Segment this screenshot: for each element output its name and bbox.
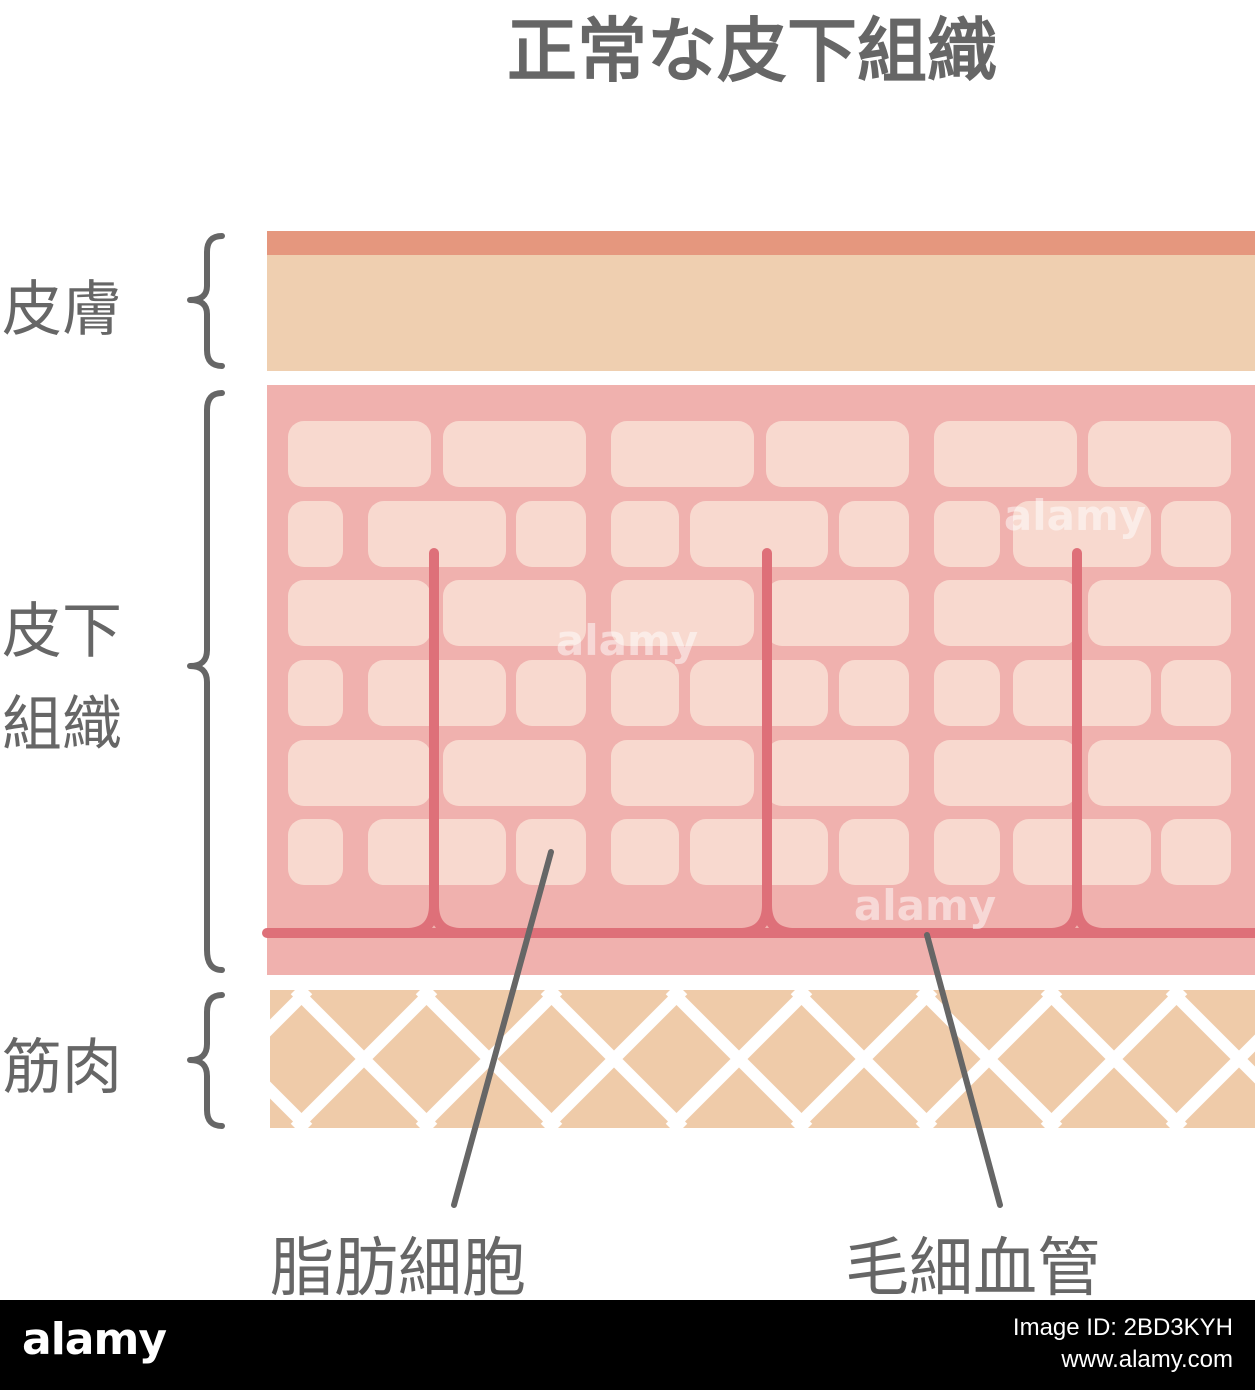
- fat-cell: [288, 660, 343, 726]
- muscle-fiber-line: [665, 990, 813, 1128]
- muscle-fiber-line: [915, 990, 1063, 1128]
- fat-cell: [1013, 501, 1151, 567]
- skin-layer: [267, 231, 1255, 371]
- fat-cell: [690, 501, 828, 567]
- capillary-joint-3: [1044, 900, 1082, 938]
- fat-cell: [288, 501, 343, 567]
- capillary-joint-2: [734, 900, 772, 938]
- capillaries-label: 毛細血管: [845, 1232, 1101, 1300]
- footer-image-info: Image ID: 2BD3KYH www.alamy.com: [1013, 1312, 1233, 1376]
- fat-cell: [934, 740, 1077, 806]
- fat-cell: [934, 421, 1077, 487]
- fat-cell: [766, 421, 909, 487]
- fat-cell: [443, 740, 586, 806]
- fat-cell: [516, 660, 586, 726]
- muscle-bracket: [187, 992, 225, 1129]
- brackets: [187, 233, 225, 1129]
- fat-cell: [443, 580, 586, 646]
- epidermis-band: [267, 231, 1255, 255]
- fat-cell: [934, 660, 1000, 726]
- fat-cell: [611, 501, 679, 567]
- fat-cell: [611, 580, 754, 646]
- footer-logo: alamy: [22, 1314, 167, 1365]
- footer-site: www.alamy.com: [1061, 1346, 1233, 1373]
- footer-image-id: Image ID: 2BD3KYH: [1012, 1314, 1233, 1341]
- dermis-band: [267, 253, 1255, 371]
- fat-cell: [1161, 819, 1231, 885]
- fat-cell: [934, 819, 1000, 885]
- muscle-fiber-line: [540, 990, 688, 1128]
- fat-cell: [839, 660, 909, 726]
- muscle-label: 筋肉: [2, 1033, 122, 1103]
- fat-cell-leader-line: [451, 849, 554, 1208]
- watermark-1: alamy: [1004, 491, 1146, 540]
- fat-cell: [288, 819, 343, 885]
- muscle-layer: [270, 990, 1255, 1128]
- watermark-3: alamy: [854, 881, 996, 930]
- muscle-fiber-line: [790, 990, 938, 1128]
- fat-cell: [839, 819, 909, 885]
- muscle-fiber-line: [415, 990, 563, 1128]
- fat-cell-group: [288, 421, 1231, 885]
- muscle-fiber-line: [1165, 1034, 1255, 1128]
- fat-cells-label: 脂肪細胞: [270, 1232, 526, 1300]
- subcutaneous-tissue-diagram: 正常な皮下組織 皮膚 皮下 組織 筋肉: [2, 10, 1255, 1300]
- fat-cell: [443, 421, 586, 487]
- subcutaneous-layer: [262, 385, 1255, 975]
- muscle-fiber-line: [270, 1081, 313, 1128]
- fat-cell: [934, 501, 1000, 567]
- subcutaneous-label-line2: 組織: [2, 690, 122, 760]
- fat-cell: [690, 660, 828, 726]
- fat-cell: [288, 421, 431, 487]
- subcutaneous-label-line1: 皮下: [2, 597, 122, 667]
- capillary-joint-1: [401, 900, 439, 938]
- capillary-leader-line: [924, 932, 1003, 1208]
- muscle-fiber-line: [290, 990, 438, 1128]
- stock-footer: alamy Image ID: 2BD3KYH www.alamy.com: [0, 1300, 1255, 1390]
- fat-cell: [766, 740, 909, 806]
- muscle-background: [270, 990, 1255, 1128]
- fat-cell: [611, 421, 754, 487]
- fat-cell: [839, 501, 909, 567]
- fat-cell: [934, 580, 1077, 646]
- muscle-fiber-line: [1040, 990, 1188, 1128]
- fat-cell: [288, 740, 431, 806]
- watermark-2: alamy: [556, 616, 698, 665]
- subcutaneous-bracket: [187, 390, 225, 973]
- fat-cell: [690, 819, 828, 885]
- fat-cell: [766, 580, 909, 646]
- fat-cell: [368, 501, 506, 567]
- capillary-network: [262, 548, 1255, 938]
- fat-cell: [1088, 580, 1231, 646]
- fat-cell: [1088, 421, 1231, 487]
- fat-cell: [611, 740, 754, 806]
- diagram-title: 正常な皮下組織: [507, 10, 997, 92]
- fat-cell: [288, 580, 431, 646]
- skin-bracket: [187, 233, 225, 369]
- fat-cell: [1088, 740, 1231, 806]
- callout-lines: [451, 849, 1003, 1208]
- fat-cell: [611, 660, 679, 726]
- fat-cell: [1161, 660, 1231, 726]
- fat-cell: [1161, 501, 1231, 567]
- skin-label: 皮膚: [2, 275, 122, 345]
- fat-cell: [611, 819, 679, 885]
- muscle-fiber-line: [270, 990, 313, 1037]
- muscle-fiber-lattice: [270, 990, 1255, 1128]
- fat-cell: [516, 501, 586, 567]
